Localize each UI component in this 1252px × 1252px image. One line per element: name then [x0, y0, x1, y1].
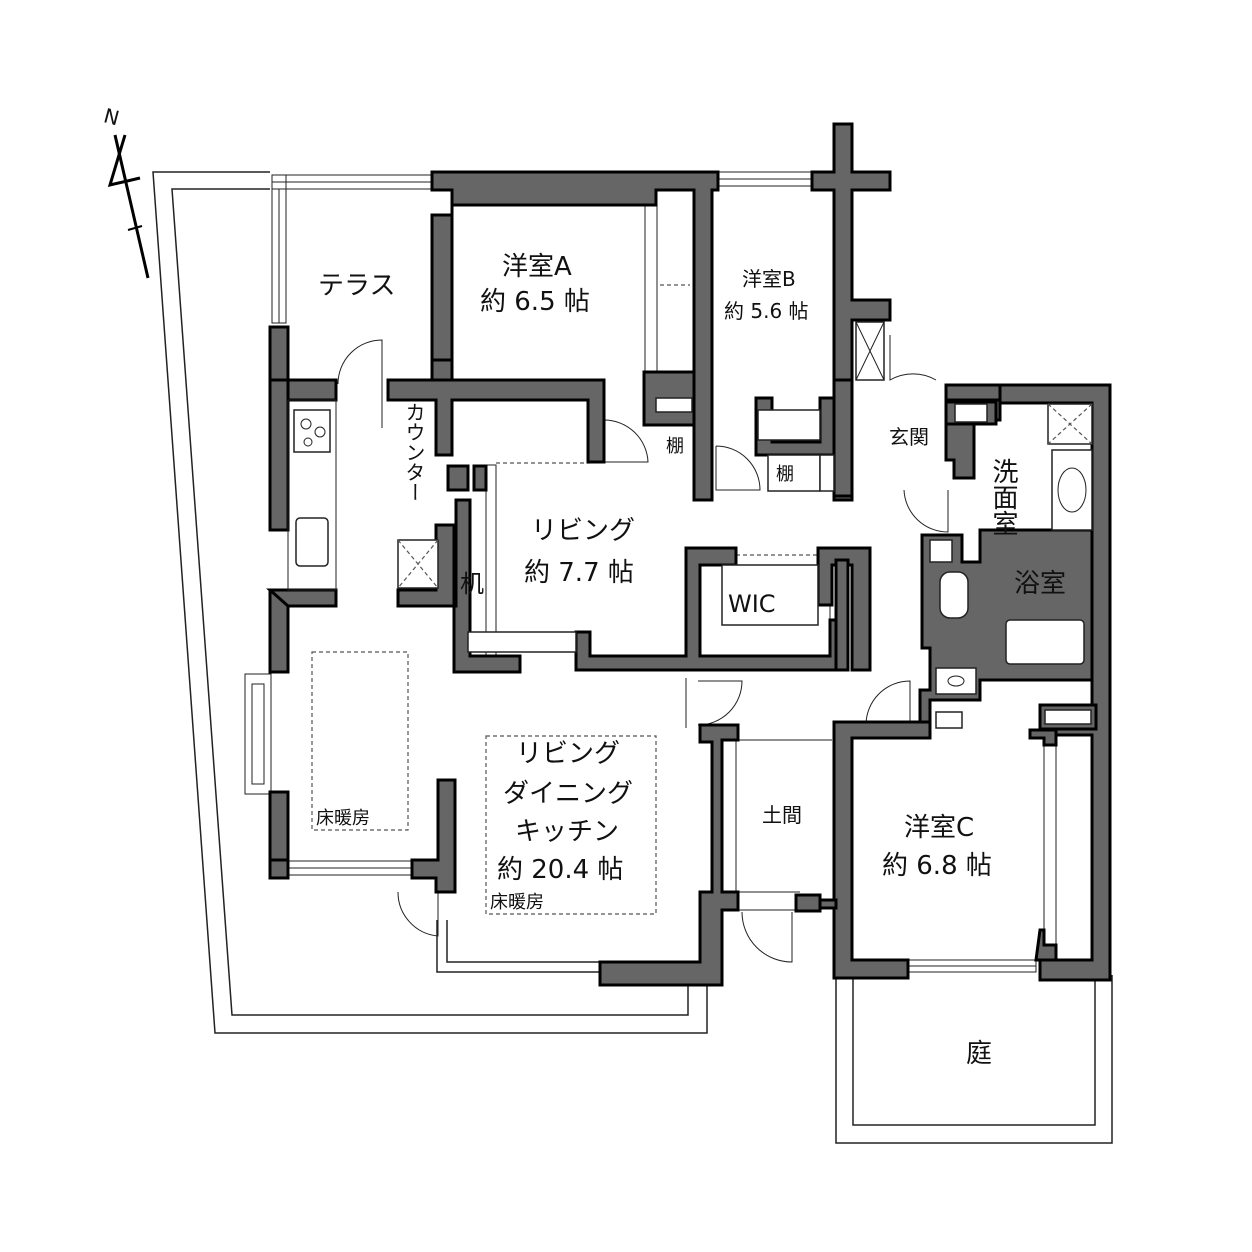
toilet-sink-icon [935, 667, 977, 695]
kitchen-sink-icon [295, 517, 329, 567]
garden-label: 庭 [966, 1039, 992, 1069]
shelf-a-label: 棚 [666, 436, 684, 457]
washbasin-icon [1051, 449, 1093, 531]
floor-heating-label-2: 床暖房 [490, 892, 544, 913]
walls [266, 122, 1112, 987]
stove-icon [293, 409, 331, 453]
washroom-label: 洗面室 [988, 458, 1018, 536]
sliding-door-lines [496, 284, 825, 556]
living-name: リビング [531, 516, 635, 546]
room-a-size: 約 6.5 帖 [480, 287, 590, 317]
north-arrow-icon: N [101, 103, 150, 279]
room-b-size: 約 5.6 帖 [724, 299, 809, 323]
door-swings [337, 335, 949, 963]
living-size: 約 7.7 帖 [524, 558, 634, 588]
bathtub-icon [1005, 619, 1085, 665]
ldk-line-2: ダイニング [503, 779, 633, 809]
ldk-line-1: リビング [516, 739, 620, 769]
toilet-icon [939, 571, 969, 619]
ldk-line-3: キッチン [515, 817, 619, 847]
floor-heating-label-1: 床暖房 [316, 808, 370, 829]
garden-outline [835, 975, 1113, 1144]
wic-label: WIC [728, 590, 776, 618]
bathroom-label: 浴室 [1014, 569, 1066, 599]
shelf-b-label: 棚 [776, 464, 794, 485]
room-a-name: 洋室A [502, 252, 572, 282]
terrace-label: テラス [318, 271, 395, 301]
room-b-name: 洋室B [742, 267, 796, 291]
north-label: N [101, 103, 122, 130]
desk-label: 机 [460, 570, 484, 598]
room-c-size: 約 6.8 帖 [882, 851, 992, 881]
ldk-size: 約 20.4 帖 [497, 855, 623, 885]
doma-label: 土間 [762, 803, 802, 827]
room-c-name: 洋室C [904, 813, 974, 843]
balcony-outline [152, 171, 708, 1034]
floor-heating-areas [311, 651, 657, 915]
counter-label: カウンター [402, 402, 426, 502]
entrance-label: 玄関 [889, 425, 929, 449]
fixtures [287, 321, 1093, 729]
